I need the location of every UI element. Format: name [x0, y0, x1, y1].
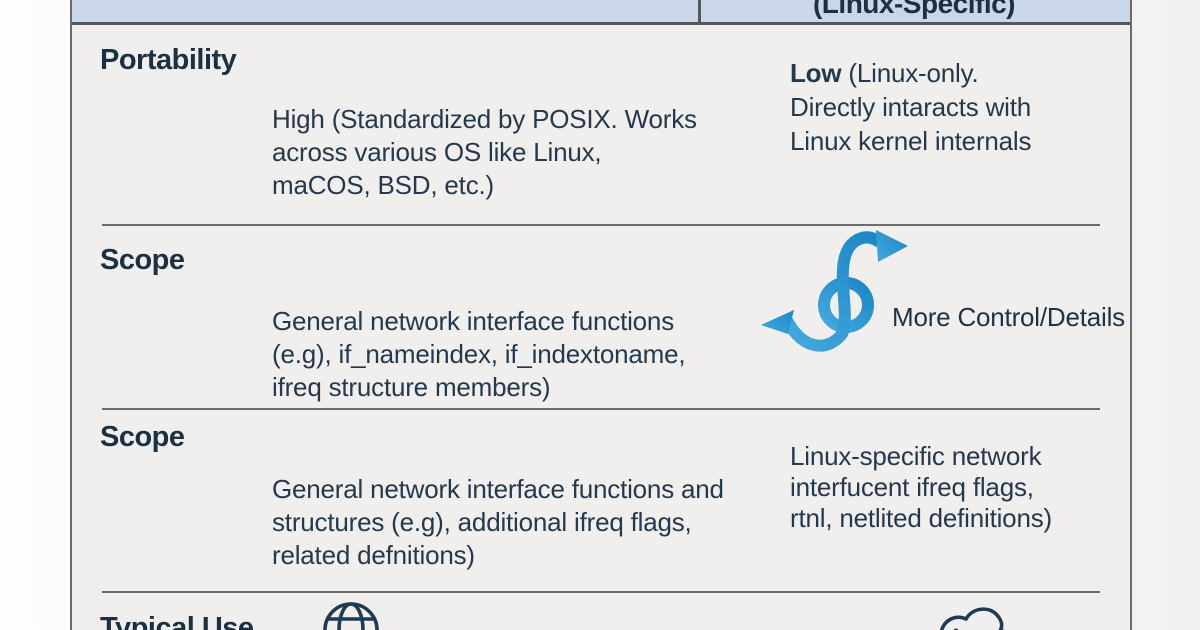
scope1-posix-line: (e.g), if_nameindex, if_indextoname, [272, 339, 686, 369]
row-divider-3 [102, 591, 1100, 593]
row-divider-1 [102, 224, 1100, 226]
portability-linux-line: Linux kernel internals [790, 126, 1032, 156]
more-control-label: More Control/Details [892, 302, 1125, 332]
row-label-scope-1: Scope [100, 244, 185, 276]
row-divider-2 [102, 408, 1100, 410]
curved-loop-arrow-icon [758, 230, 908, 364]
linux-column-header: (Linux-Specific) [812, 0, 1016, 19]
portability-posix-line: maCOS, BSD, etc.) [272, 170, 494, 200]
portability-linux-line: Low (Linux-only. [790, 56, 1031, 90]
scope2-linux-cell: Linux-specific network interfucent ifreq… [790, 441, 1052, 534]
scope2-posix-line: related defnitions) [272, 540, 475, 570]
row-label-portability: Portability [100, 44, 237, 76]
portability-posix-line: across various OS like Linux, [272, 137, 602, 167]
scope1-posix-cell: General network interface functions (e.g… [272, 305, 686, 404]
scope2-linux-line: Linux-specific network [790, 441, 1042, 471]
scope2-posix-line: General network interface functions and [272, 474, 724, 504]
scope2-linux-line: rtnl, netlited definitions) [790, 503, 1052, 533]
comparison-table: (Linux-Specific) Portability High (Stand… [70, 0, 1132, 630]
table-header-bar [72, 0, 1130, 25]
header-column-divider [698, 0, 701, 25]
portability-linux-cell: Low (Linux-only. Directly intaracts with… [790, 56, 1031, 158]
row-label-typical-use: Typical Use [100, 612, 254, 630]
scope2-posix-cell: General network interface functions and … [272, 473, 724, 572]
portability-linux-lead-rest: (Linux-only. [841, 58, 979, 88]
scope2-posix-line: structures (e.g), additional ifreq flags… [272, 507, 692, 537]
portability-posix-cell: High (Standardized by POSIX. Works acros… [272, 103, 697, 202]
scope2-linux-line: interfucent ifreq flags, [790, 472, 1034, 502]
cloud-gear-icon [920, 601, 1020, 630]
scope1-posix-line: ifreq structure members) [272, 372, 551, 402]
portability-linux-lead: Low [790, 58, 842, 88]
globe-icon [322, 599, 380, 630]
row-label-scope-2: Scope [100, 421, 185, 453]
scope1-posix-line: General network interface functions [272, 306, 674, 336]
portability-linux-line: Directly intaracts with [790, 92, 1032, 122]
portability-posix-line: High (Standardized by POSIX. Works [272, 104, 697, 134]
